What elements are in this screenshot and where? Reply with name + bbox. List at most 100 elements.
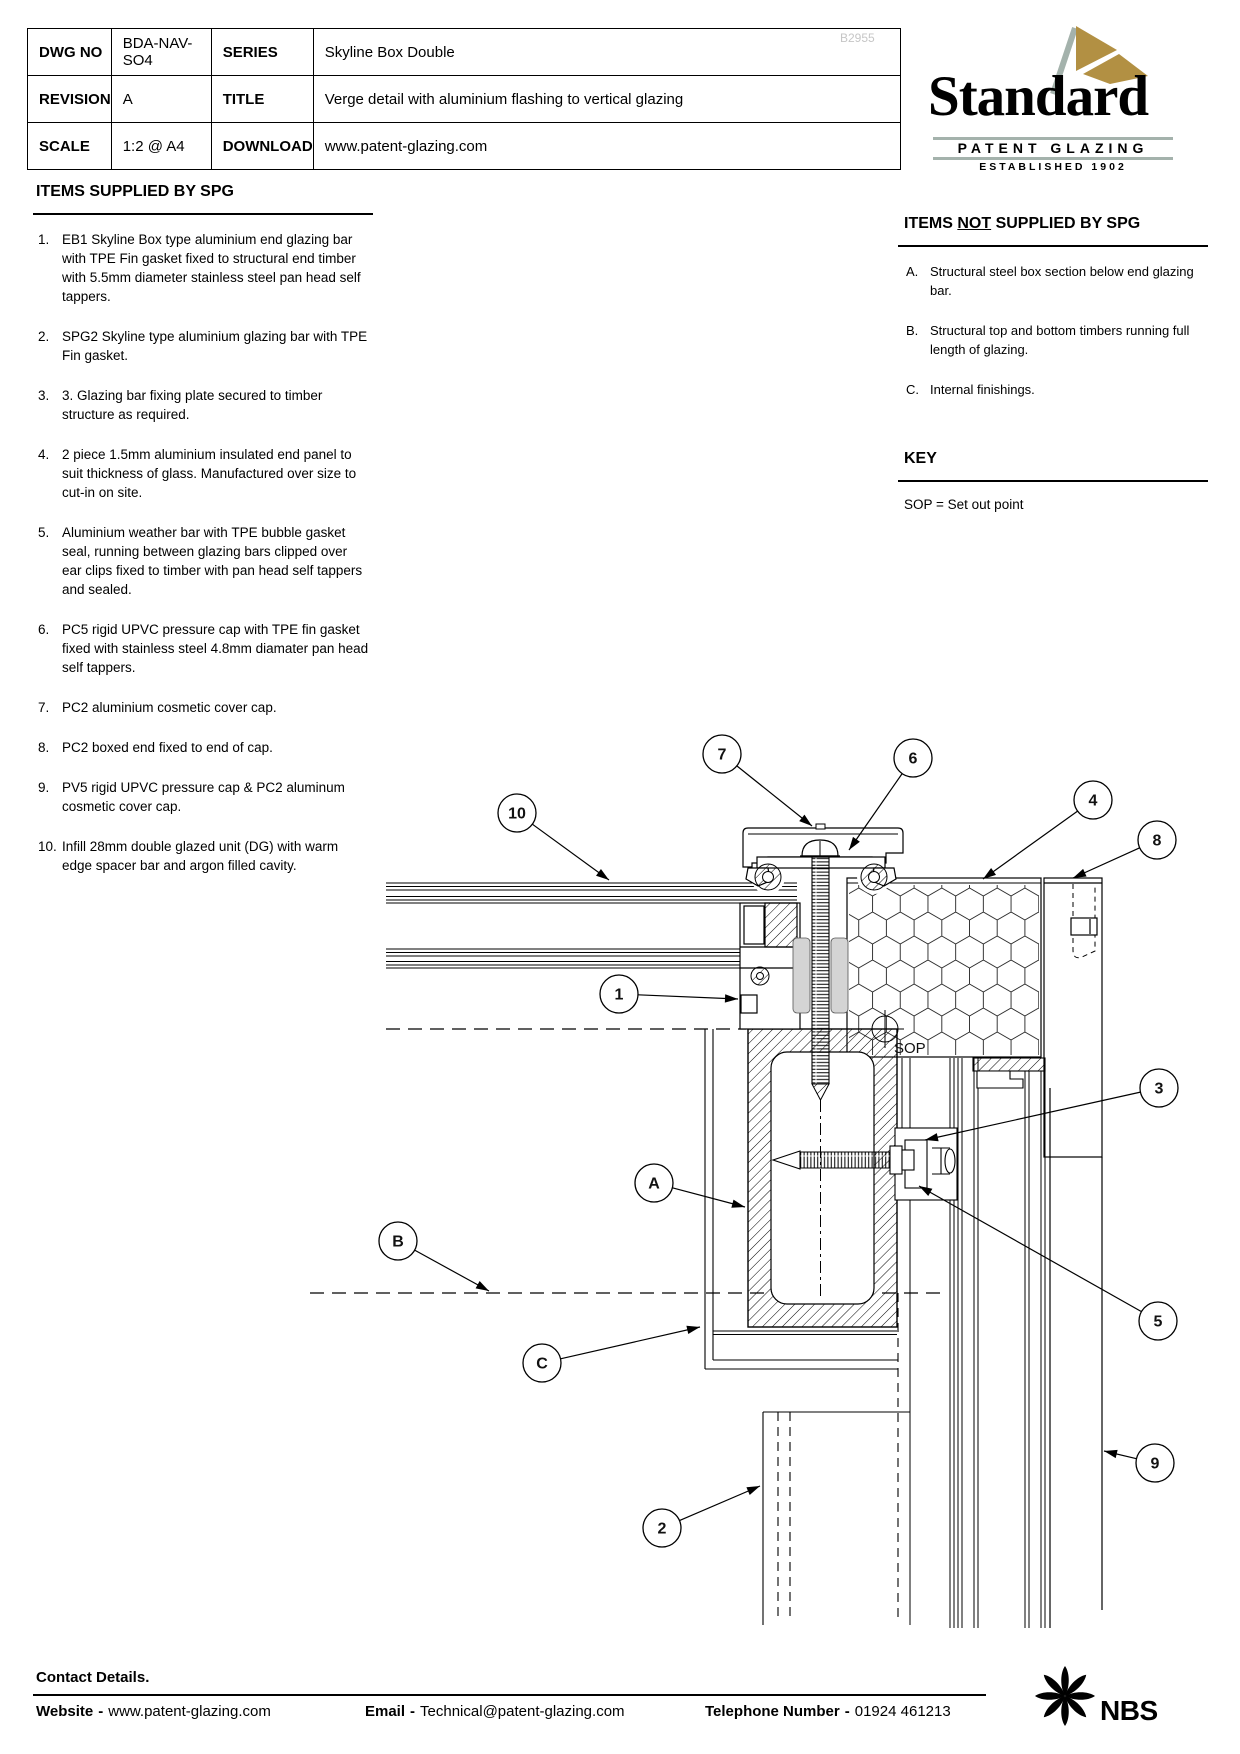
list-item: C. Internal finishings. [906,380,1201,399]
vertical-glazing-bar [901,1057,1046,1628]
key-line: SOP = Set out point [904,497,1024,512]
nbs-text: NBS [1100,1695,1158,1726]
item-number: 6. [38,622,50,637]
footer-rule [33,1694,986,1696]
website-label: Website [36,1703,94,1720]
contact-heading: Contact Details. [36,1669,150,1686]
telephone-field: Telephone Number-01924 461213 [705,1703,951,1720]
title-label: TITLE [210,75,314,123]
horizontal-fixing-screw [771,1145,915,1175]
brand-name: Standard [928,65,1149,128]
scale-value: 1:2 @ A4 [110,122,212,170]
item-text: PC2 aluminium cosmetic cover cap. [62,700,277,715]
series-label: SERIES [210,28,314,76]
item-text: 2 piece 1.5mm aluminium insulated end pa… [62,447,357,500]
series-value: Skyline Box Double [312,28,901,76]
download-value: www.patent-glazing.com [312,122,901,170]
internal-finishings [704,1029,898,1370]
sop-label: SOP [894,1040,926,1057]
website-field: Website-www.patent-glazing.com [36,1703,271,1720]
brand-tagline: PATENT GLAZING [957,140,1149,156]
email-label: Email [365,1703,406,1720]
revision-label: REVISION [27,75,112,123]
svg-text:C: C [536,1356,548,1373]
not-supplied-heading: ITEMS NOT SUPPLIED BY SPG [904,215,1140,233]
callout-balloon-9: 9 [1103,1443,1175,1483]
item-text: Internal finishings. [930,382,1035,397]
dwg-no-value: BDA-NAV-SO4 [110,28,212,76]
revision-value: A [110,75,212,123]
item-number: 7. [38,700,50,715]
set-out-point-symbol [866,1010,904,1048]
svg-text:8: 8 [1153,833,1162,850]
callout-balloon-3: 3 [924,1068,1179,1142]
table-row: REVISION A TITLE Verge detail with alumi… [27,75,901,123]
item-number: B. [906,323,919,338]
item-number: 10. [38,839,57,854]
heading-rule [33,213,373,215]
callout-balloon-2: 2 [642,1485,761,1548]
callout-balloon-B: B [378,1221,490,1292]
download-label: DOWNLOAD [210,122,314,170]
table-row: SCALE 1:2 @ A4 DOWNLOAD www.patent-glazi… [27,122,901,170]
list-item: 3.3. Glazing bar fixing plate secured to… [38,386,370,424]
list-item: 9.PV5 rigid UPVC pressure cap & PC2 alum… [38,778,370,816]
item-number: 5. [38,525,50,540]
heading-not: NOT [957,215,992,232]
supplied-items-list: 1. EB1 Skyline Box type aluminium end gla… [38,230,370,896]
list-item: 1. EB1 Skyline Box type aluminium end gla… [38,230,370,306]
end-panel-side-pieces [792,937,849,1014]
callout-balloon-8: 8 [1072,820,1177,879]
item-text: PC2 boxed end fixed to end of cap. [62,740,273,755]
telephone-value: 01924 461213 [854,1703,951,1720]
svg-text:6: 6 [909,751,918,768]
list-item: 10. Infill 28mm double glazed unit (DG) w… [38,837,370,875]
aluminium-flashing [1043,877,1103,1628]
scale-label: SCALE [27,122,112,170]
list-item: 2.SPG2 Skyline type aluminium glazing ba… [38,327,370,365]
item-text: Structural top and bottom timbers runnin… [930,323,1190,357]
nbs-flower-icon [1035,1666,1095,1726]
list-item: A.Structural steel box section below end… [906,262,1201,300]
vertical-fixing-screw [811,856,830,1296]
item-text: EB1 Skyline Box type aluminium end glazi… [62,232,361,304]
end-glazing-bar [739,902,801,1030]
heading-part: SUPPLIED BY SPG [991,215,1141,232]
callout-balloon-4: 4 [982,780,1113,880]
telephone-label: Telephone Number [705,1703,840,1720]
logo-divider [933,157,1173,160]
flag-icon [1050,26,1148,95]
item-text: Structural steel box section below end g… [930,264,1194,298]
item-number: C. [906,382,919,397]
svg-text:7: 7 [718,747,727,764]
double-glazed-unit [386,882,797,969]
title-block-table: DWG NO BDA-NAV-SO4 SERIES Skyline Box Do… [27,28,901,170]
supplied-heading: ITEMS SUPPLIED BY SPG [36,183,234,200]
svg-text:2: 2 [658,1521,667,1538]
svg-text:5: 5 [1154,1314,1163,1331]
callout-balloon-5: 5 [918,1185,1178,1341]
svg-text:4: 4 [1089,793,1098,810]
separator: - [98,1703,104,1720]
website-value: www.patent-glazing.com [108,1703,271,1720]
item-text: SPG2 Skyline type aluminium glazing bar … [62,329,368,363]
callout-balloon-10: 10 [497,793,610,881]
insulated-end-panel [846,877,1042,1058]
logo-divider [933,137,1173,140]
email-field: Email-Technical@patent-glazing.com [365,1703,625,1720]
item-number: 1. [38,232,50,247]
svg-text:9: 9 [1151,1456,1160,1473]
list-item: 7. PC2 aluminium cosmetic cover cap. [38,698,370,717]
svg-text:B: B [392,1234,404,1251]
item-text: PC5 rigid UPVC pressure cap with TPE fin… [62,622,369,675]
heading-rule [898,480,1208,482]
item-text: Infill 28mm double glazed unit (DG) with… [62,839,339,873]
watermark: B2955 [840,31,875,45]
title-value: Verge detail with aluminium flashing to … [312,75,901,123]
item-text: 3. Glazing bar fixing plate secured to t… [62,388,323,422]
table-row: DWG NO BDA-NAV-SO4 SERIES Skyline Box Do… [27,28,901,76]
callout-balloon-1: 1 [599,974,739,1014]
callout-balloon-7: 7 [702,734,813,827]
